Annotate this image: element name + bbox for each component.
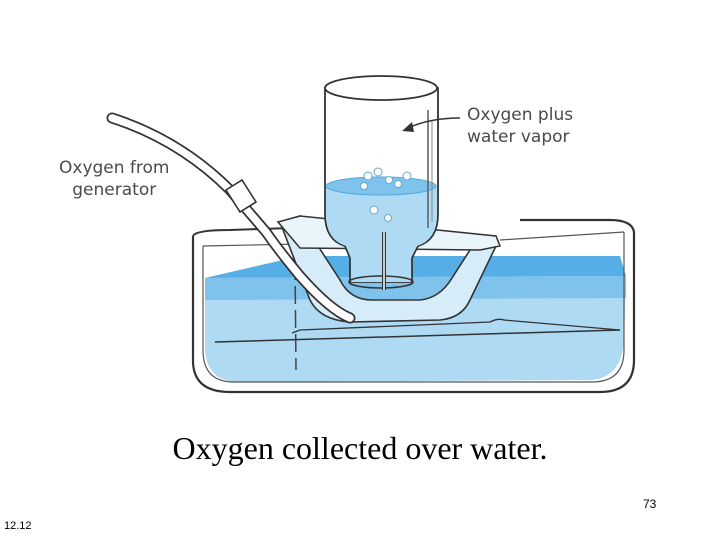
trough-back-bottom (214, 329, 621, 343)
trough-back-edge (294, 261, 297, 371)
bubble (385, 176, 393, 184)
tube-connector (224, 178, 258, 214)
trough-rim-line (202, 243, 301, 247)
figure-caption: Oxygen collected over water. (172, 430, 548, 466)
bottle-water-surface (325, 176, 437, 196)
bottle-water (326, 186, 437, 282)
label-line: water vapor (467, 127, 570, 147)
label-line: generator (72, 180, 157, 200)
trough-water (205, 276, 626, 382)
delivery-tube-inner (108, 114, 354, 322)
trough-inner-outline (202, 232, 625, 383)
bubble (394, 180, 402, 188)
trough-floor-line (291, 318, 621, 334)
oxygen-plus-water-vapor-label: Oxygen plus water vapor (467, 104, 573, 148)
trough-top-rim (192, 227, 291, 237)
water-surface (205, 256, 626, 278)
label-line: Oxygen from (59, 158, 170, 178)
page-number: 73 (643, 497, 657, 511)
bottle-top (324, 75, 438, 101)
label-arrow-head (402, 122, 414, 132)
bubble (402, 171, 412, 181)
bubble (369, 205, 379, 215)
gas-bubbles (360, 167, 412, 222)
slide-reference: 12.12 (4, 520, 32, 532)
trough-outline (191, 218, 636, 394)
bubble (373, 167, 383, 177)
bubble (384, 214, 392, 222)
trough-rim-line-right (499, 231, 625, 241)
bottle-neck-ring (348, 275, 414, 289)
oxygen-from-generator-label: Oxygen from generator (59, 157, 170, 201)
bubble (360, 182, 368, 190)
water-front-band (205, 276, 626, 300)
bubble (363, 171, 373, 181)
label-line: Oxygen plus (467, 105, 574, 125)
